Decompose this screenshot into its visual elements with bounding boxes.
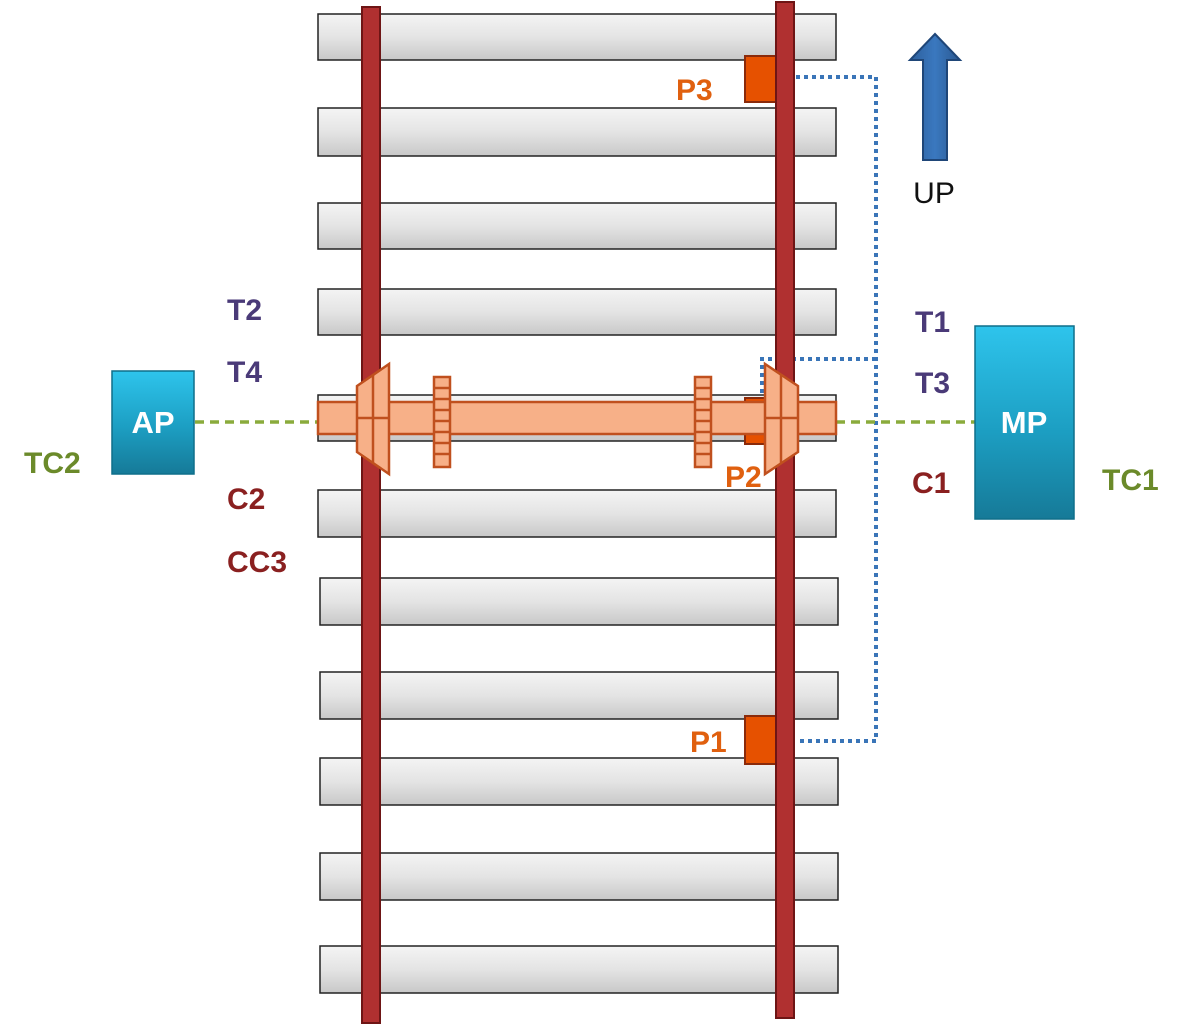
tc2-label: TC2 xyxy=(24,447,81,480)
sleeper xyxy=(317,489,837,538)
sleeper xyxy=(317,13,837,61)
c2-label: C2 xyxy=(227,483,265,516)
sleeper xyxy=(319,945,839,994)
sleeper xyxy=(317,288,837,336)
mp-box: MP xyxy=(974,325,1075,520)
sensor-p3 xyxy=(744,55,777,103)
sleeper xyxy=(319,757,839,806)
sensor-wiring xyxy=(760,75,878,743)
c1-label: C1 xyxy=(912,467,950,500)
t3-label: T3 xyxy=(915,367,950,400)
sleeper xyxy=(317,202,837,250)
p3-label: P3 xyxy=(676,74,713,107)
ap-box: AP xyxy=(111,370,195,475)
sleeper xyxy=(317,107,837,157)
sleeper xyxy=(319,671,839,720)
right-gear xyxy=(693,375,713,469)
p1-label: P1 xyxy=(690,726,727,759)
up-label: UP xyxy=(913,177,955,210)
t1-label: T1 xyxy=(915,306,950,339)
mp-label: MP xyxy=(1001,405,1048,440)
p2-label: P2 xyxy=(725,461,762,494)
p2-wire xyxy=(760,357,876,400)
rails xyxy=(361,1,795,1024)
p3-wire xyxy=(796,75,878,743)
t4-label: T4 xyxy=(227,356,262,389)
sleepers xyxy=(317,13,839,994)
sensor-p1 xyxy=(744,715,777,765)
axle-shaft xyxy=(316,400,838,436)
left-gear xyxy=(432,375,452,469)
tc1-label: TC1 xyxy=(1102,464,1159,497)
right-rail xyxy=(775,1,795,1019)
ap-label: AP xyxy=(131,405,174,440)
up-arrow-icon xyxy=(907,32,963,161)
left-rail xyxy=(361,6,381,1024)
cc3-label: CC3 xyxy=(227,546,287,579)
wheelset xyxy=(316,361,838,477)
sleeper xyxy=(319,577,839,626)
sleeper xyxy=(319,852,839,901)
t2-label: T2 xyxy=(227,294,262,327)
